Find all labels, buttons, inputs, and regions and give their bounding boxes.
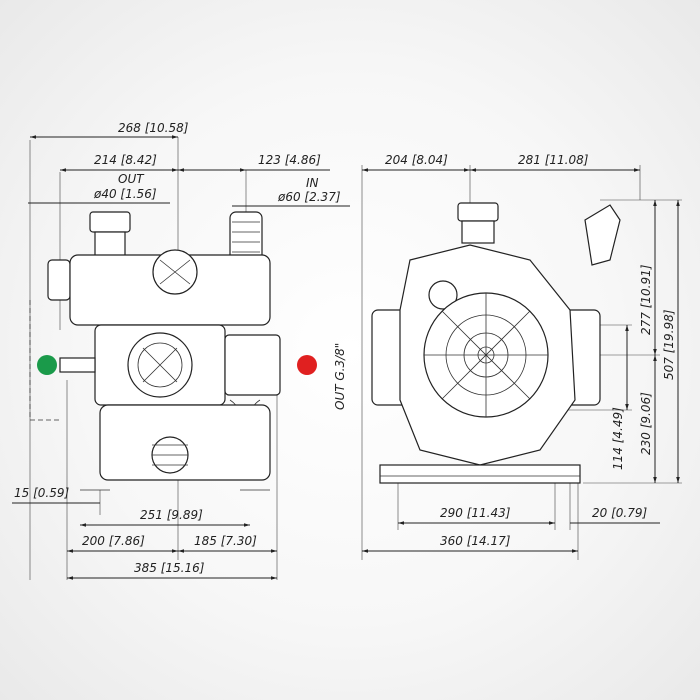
- dim-251: 251 [9.89]: [140, 508, 203, 522]
- dim-214: 214 [8.42]: [94, 153, 157, 167]
- dim-230: 230 [9.06]: [639, 392, 653, 455]
- dim-507: 507 [19.98]: [662, 309, 676, 380]
- outlet-label: OUT: [118, 172, 145, 186]
- dim-290: 290 [11.43]: [440, 506, 511, 520]
- dim-281: 281 [11.08]: [518, 153, 589, 167]
- dim-204: 204 [8.04]: [385, 153, 448, 167]
- green-marker[interactable]: [37, 355, 57, 375]
- inlet-label: IN: [306, 176, 319, 190]
- dim-114: 114 [4.49]: [611, 407, 625, 470]
- dimension-lines: [12, 135, 680, 580]
- dim-268: 268 [10.58]: [118, 121, 189, 135]
- side-outlet-label: OUT G.3/8": [333, 343, 347, 410]
- dim-360: 360 [14.17]: [440, 534, 511, 548]
- front-view-pump: [29, 137, 281, 580]
- dim-277: 277 [10.91]: [639, 264, 653, 335]
- dim-385: 385 [15.16]: [134, 561, 205, 575]
- side-view-pump: [361, 165, 682, 560]
- dim-123: 123 [4.86]: [258, 153, 321, 167]
- dim-185: 185 [7.30]: [194, 534, 257, 548]
- outlet-diameter: ø40 [1.56]: [93, 187, 157, 201]
- red-marker[interactable]: [297, 355, 317, 375]
- inlet-diameter: ø60 [2.37]: [277, 190, 341, 204]
- dim-200: 200 [7.86]: [82, 534, 145, 548]
- dim-20: 20 [0.79]: [592, 506, 647, 520]
- dim-15: 15 [0.59]: [14, 486, 69, 500]
